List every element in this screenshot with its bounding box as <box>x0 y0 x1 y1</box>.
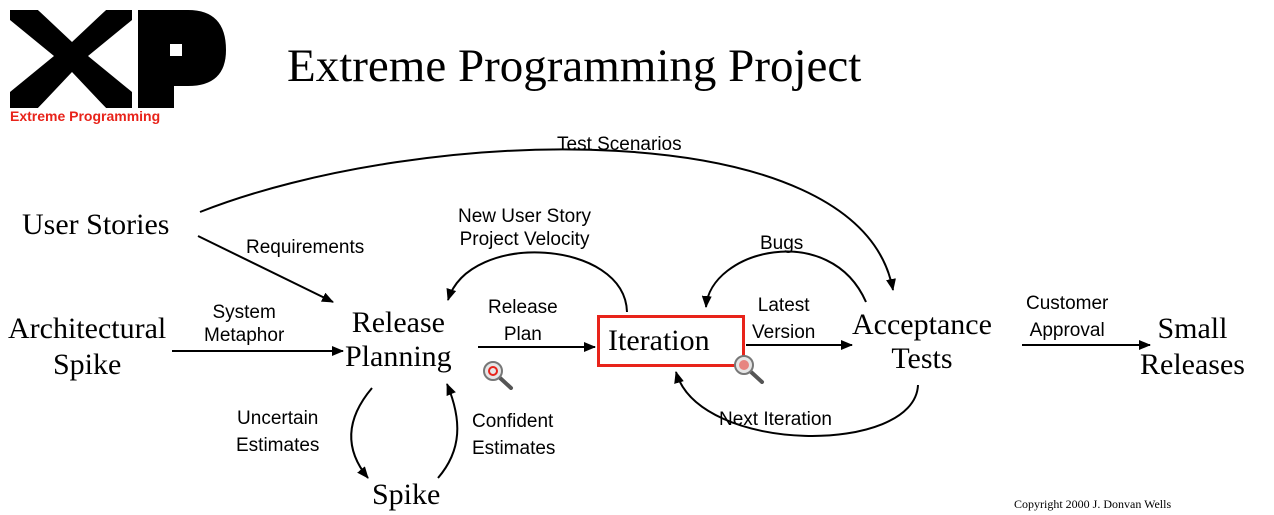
label-requirements: Requirements <box>246 237 365 258</box>
xp-logo <box>10 10 228 126</box>
label-release-plan: Release Plan <box>488 296 558 346</box>
node-small-releases-line2: Releases <box>1140 348 1245 381</box>
label-uncertain-estimates-line2: Estimates <box>236 435 320 456</box>
label-release-plan-line2: Plan <box>503 324 542 345</box>
node-acceptance-tests-line2: Tests <box>891 342 953 375</box>
label-confident-estimates-line1: Confident <box>472 411 554 432</box>
node-architectural-spike: Architectural Spike <box>8 312 166 382</box>
edge-uncertain-estimates <box>350 387 373 479</box>
page-title: Extreme Programming Project <box>287 40 862 92</box>
label-latest-version-line2: Version <box>752 322 816 343</box>
node-release-planning: Release Planning <box>345 306 452 374</box>
edge-new-user-story <box>446 251 628 313</box>
label-new-user-story-line1: New User Story <box>458 206 592 227</box>
iteration-highlight <box>597 315 745 367</box>
node-acceptance-tests-line1: Acceptance <box>852 308 992 341</box>
node-small-releases: Small Releases <box>1140 312 1245 382</box>
label-test-scenarios: Test Scenarios <box>557 134 682 155</box>
node-spike-label: Spike <box>372 478 441 511</box>
label-project-velocity-line2: Project Velocity <box>459 229 590 250</box>
node-user-stories: User Stories <box>22 208 169 242</box>
node-acceptance-tests: Acceptance Tests <box>852 308 992 376</box>
edge-confident-estimates <box>437 383 459 479</box>
edge-test-scenarios <box>199 148 896 291</box>
label-release-plan-line1: Release <box>488 297 558 318</box>
label-uncertain-estimates: Uncertain Estimates <box>236 407 319 457</box>
node-release-planning-line2: Planning <box>345 340 452 373</box>
magnifier-icon[interactable] <box>733 354 765 384</box>
node-architectural-spike-line2: Spike <box>52 348 122 381</box>
node-release-planning-line1: Release <box>351 306 445 339</box>
label-system-metaphor: System Metaphor <box>204 301 284 347</box>
magnifier-icon[interactable] <box>482 360 514 390</box>
label-customer-approval-line1: Customer <box>1026 293 1109 314</box>
node-iteration: Iteration <box>608 324 710 358</box>
logo-caption: Extreme Programming <box>10 108 161 124</box>
label-latest-version-line1: Latest <box>757 295 810 316</box>
label-system-metaphor-line2: Metaphor <box>204 325 285 346</box>
label-confident-estimates-line2: Estimates <box>472 438 556 459</box>
node-spike: Spike <box>372 478 440 512</box>
edge-next-iteration <box>674 371 919 437</box>
node-iteration-label: Iteration <box>608 324 710 357</box>
edge-requirements <box>197 235 334 303</box>
label-uncertain-estimates-line1: Uncertain <box>237 408 319 429</box>
label-confident-estimates: Confident Estimates <box>472 410 555 460</box>
label-customer-approval: Customer Approval <box>1026 292 1108 342</box>
label-bugs: Bugs <box>760 233 804 254</box>
label-customer-approval-line2: Approval <box>1029 320 1105 341</box>
label-system-metaphor-line1: System <box>212 302 276 323</box>
label-next-iteration: Next Iteration <box>719 409 832 430</box>
label-new-user-story: New User Story Project Velocity <box>458 205 591 251</box>
label-latest-version: Latest Version <box>752 294 815 344</box>
edge-bugs <box>701 250 867 308</box>
node-small-releases-line1: Small <box>1157 312 1228 345</box>
node-architectural-spike-line1: Architectural <box>8 312 167 345</box>
node-user-stories-label: User Stories <box>22 208 170 241</box>
copyright: Copyright 2000 J. Donvan Wells <box>1014 497 1172 511</box>
